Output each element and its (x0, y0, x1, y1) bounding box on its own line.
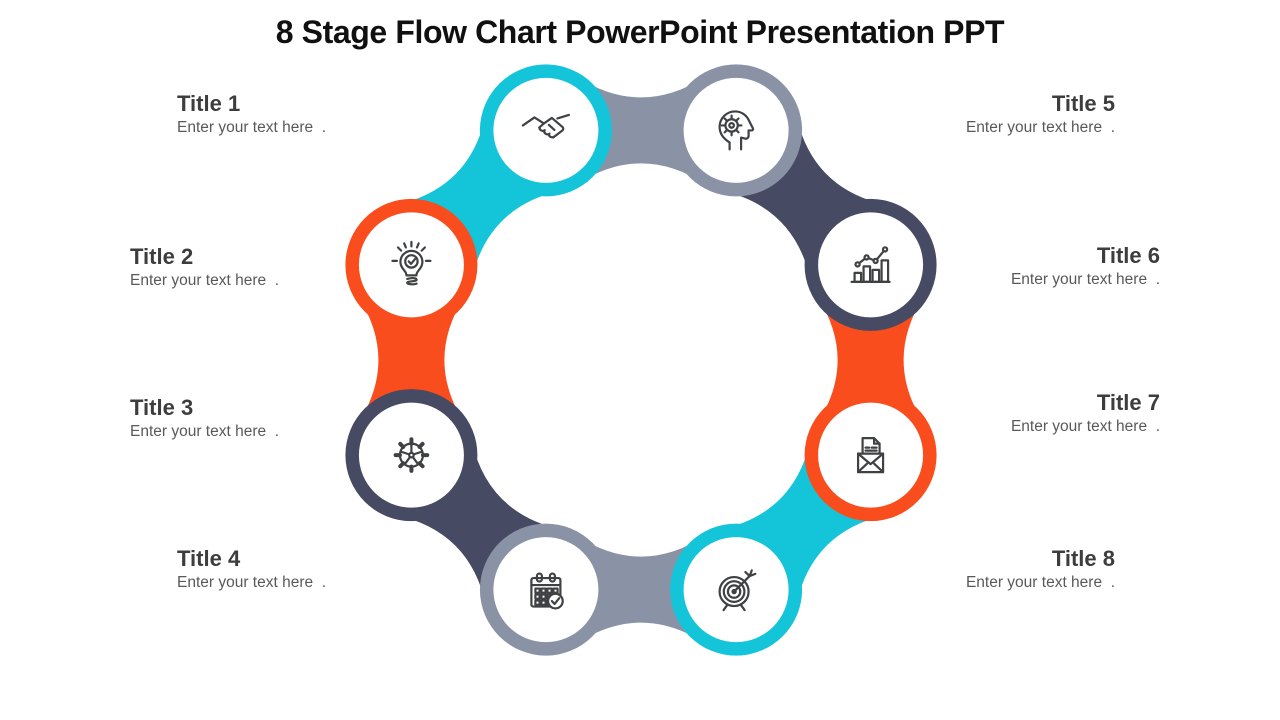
stage-3-title[interactable]: Title 3 (130, 395, 194, 420)
stage-node-face (493, 77, 599, 183)
stage-2-title[interactable]: Title 2 (130, 244, 194, 269)
connector (576, 76, 706, 185)
stage-node-face (818, 212, 924, 318)
stage-3-label-block[interactable]: Title 3 Enter your text here . (130, 394, 279, 442)
connector (576, 535, 706, 644)
stage-1-title[interactable]: Title 1 (177, 91, 241, 116)
stage-1-label-block[interactable]: Title 1 Enter your text here . (177, 90, 326, 138)
stage-8-placeholder[interactable]: Enter your text here . (965, 574, 1115, 591)
slide-title[interactable]: 8 Stage Flow Chart PowerPoint Presentati… (275, 14, 1005, 50)
stage-5-placeholder[interactable]: Enter your text here . (965, 119, 1115, 136)
stage-6-placeholder[interactable]: Enter your text here . (1010, 271, 1160, 288)
stage-7-title[interactable]: Title 7 (1096, 390, 1160, 415)
stage-2-placeholder[interactable]: Enter your text here . (130, 272, 280, 289)
stage-6-label-block[interactable]: Title 6 Enter your text here . (1011, 242, 1160, 290)
stage-8-label-block[interactable]: Title 8 Enter your text here . (966, 545, 1115, 593)
stage-4-title[interactable]: Title 4 (177, 546, 241, 571)
calendar-icon (530, 572, 564, 610)
stage-node-face (818, 402, 924, 508)
stage-7-label-block[interactable]: Title 7 Enter your text here . (1011, 389, 1160, 437)
stage-5-label-block[interactable]: Title 5 Enter your text here . (966, 90, 1115, 138)
stage-2-label-block[interactable]: Title 2 Enter your text here . (130, 243, 279, 291)
connector-layer (357, 76, 925, 644)
stage-node-face (358, 402, 464, 508)
connector (816, 295, 925, 425)
stage-1-placeholder[interactable]: Enter your text here . (177, 119, 327, 136)
stage-4-placeholder[interactable]: Enter your text here . (177, 574, 327, 591)
stage-6-title[interactable]: Title 6 (1096, 243, 1160, 268)
stage-8-title[interactable]: Title 8 (1051, 546, 1115, 571)
node-layer (345, 64, 937, 656)
stage-4-label-block[interactable]: Title 4 Enter your text here . (177, 545, 326, 593)
stage-7-placeholder[interactable]: Enter your text here . (1010, 418, 1160, 435)
stage-5-title[interactable]: Title 5 (1051, 91, 1115, 116)
stage-3-placeholder[interactable]: Enter your text here . (130, 423, 280, 440)
connector (357, 295, 466, 425)
